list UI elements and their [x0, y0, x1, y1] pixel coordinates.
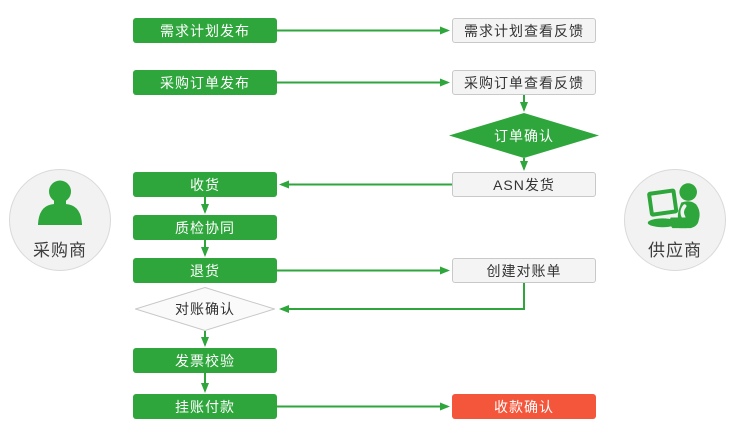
diamond-shape	[135, 287, 275, 331]
actor-label: 采购商	[33, 241, 87, 260]
node-asn-ship: ASN发货	[452, 172, 596, 197]
node-order-confirm: 订单确认	[449, 113, 599, 158]
actor-buyer: 采购商	[9, 169, 111, 271]
person-icon	[38, 180, 82, 225]
actor-supplier: 供应商	[624, 169, 726, 271]
node-label: 对账确认	[175, 301, 235, 317]
node-return-goods: 退货	[133, 258, 277, 283]
node-demand-plan-publish: 需求计划发布	[133, 18, 277, 43]
node-receive-goods: 收货	[133, 172, 277, 197]
node-purchase-order-view-feedback: 采购订单查看反馈	[452, 70, 596, 95]
node-demand-plan-view-feedback: 需求计划查看反馈	[452, 18, 596, 43]
node-purchase-order-publish: 采购订单发布	[133, 70, 277, 95]
node-create-statement: 创建对账单	[452, 258, 596, 283]
node-quality-check: 质检协同	[133, 215, 277, 240]
node-book-payment: 挂账付款	[133, 394, 277, 419]
node-label: 订单确认	[494, 127, 554, 144]
person-laptop-icon	[647, 183, 700, 229]
node-statement-confirm: 对账确认	[135, 287, 275, 331]
node-payment-confirm: 收款确认	[452, 394, 596, 419]
actor-label: 供应商	[648, 241, 702, 260]
node-invoice-verify: 发票校验	[133, 348, 277, 373]
arrow-statement-to-confirm	[279, 283, 525, 313]
diamond-shape	[449, 113, 599, 158]
